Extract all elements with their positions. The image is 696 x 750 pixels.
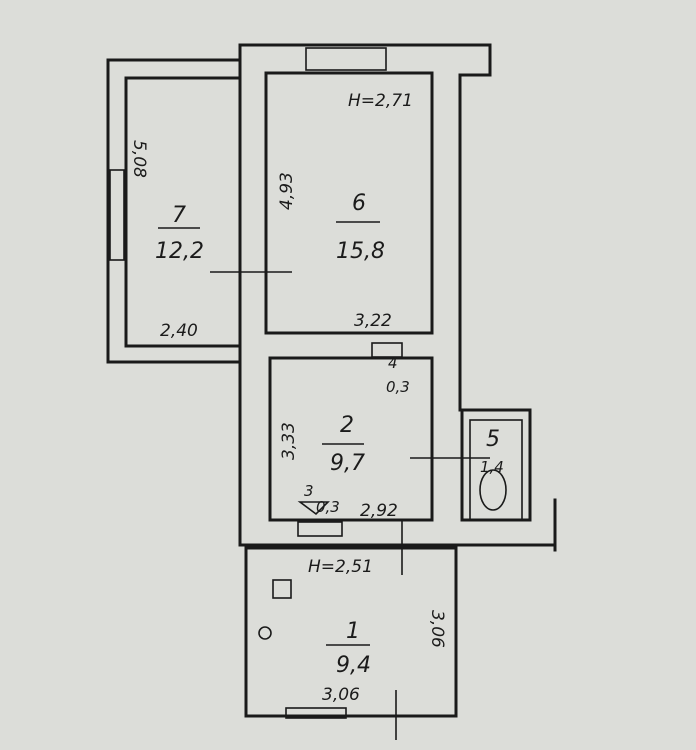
room-number: 1	[346, 619, 360, 644]
ceiling-height-lower: H=2,51	[308, 557, 373, 577]
room-number: 5	[486, 427, 500, 452]
dimension-room2-width: 2,92	[360, 501, 398, 521]
room-area: 9,7	[330, 451, 365, 476]
room-number: 3	[304, 482, 314, 500]
room-area: 0,3	[386, 378, 410, 396]
room-number: 6	[352, 191, 366, 216]
walls	[106, 43, 557, 740]
dimension-room6-width: 3,22	[354, 311, 392, 331]
room-3: 3 0,3	[297, 482, 340, 516]
room-area: 9,4	[336, 653, 371, 678]
room-area: 15,8	[336, 239, 385, 264]
ceiling-height-upper: H=2,71	[348, 91, 413, 111]
room-area: 12,2	[155, 239, 204, 264]
room-area: 1,4	[480, 458, 504, 476]
room-area: 0,3	[316, 498, 340, 516]
room-6: 6 15,8	[336, 191, 385, 264]
dimensions: 5,08 2,40 4,93 3,22 3,33 2,92 3,06 3,06 …	[129, 91, 447, 705]
room-number: 7	[172, 203, 186, 228]
room-7: 7 12,2	[155, 203, 204, 264]
dimension-room1-width: 3,06	[322, 685, 360, 705]
room-4: 4 0,3	[386, 354, 410, 396]
room-2: 2 9,7	[322, 413, 365, 476]
room-5: 5 1,4	[480, 427, 504, 476]
dimension-room6-height: 4,93	[277, 172, 297, 210]
room-1: 1 9,4	[326, 619, 371, 678]
dimension-room7-width: 2,40	[160, 321, 198, 341]
room-number: 2	[340, 413, 354, 438]
dimension-room2-height: 3,33	[279, 422, 299, 460]
dimension-room7-height: 5,08	[129, 140, 149, 178]
dimension-room1-height: 3,06	[427, 610, 447, 648]
room-number: 4	[388, 354, 398, 372]
